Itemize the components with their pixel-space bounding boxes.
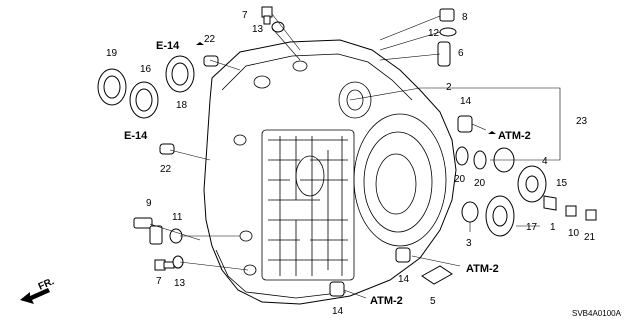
part-label-23: 23 xyxy=(576,116,588,127)
part-label-12: 12 xyxy=(428,28,440,39)
lock-1 xyxy=(543,195,557,211)
part-label-11: 11 xyxy=(172,212,183,223)
bolt-10 xyxy=(565,205,577,217)
bracket-5 xyxy=(421,265,453,285)
reference-atm2-right: ATM-2 xyxy=(498,130,531,142)
part-label-20-b: 20 xyxy=(474,178,486,189)
breather-9 xyxy=(133,217,163,245)
part-label-21: 21 xyxy=(584,232,596,243)
oil-seal-18 xyxy=(165,55,195,93)
gear-17 xyxy=(485,195,515,237)
dowel-pin-14-right xyxy=(457,115,473,133)
oil-seal-19 xyxy=(97,68,127,106)
part-label-22-mid: 22 xyxy=(160,164,172,175)
plug-8 xyxy=(439,8,455,22)
o-ring-20-b xyxy=(473,150,487,170)
dowel-pin-22-mid xyxy=(159,143,175,155)
part-label-14-right: 14 xyxy=(460,96,472,107)
reference-callouts: E-14 E-14 ATM-2 ATM-2 ATM-2 xyxy=(124,40,531,307)
dowel-pin-22-top xyxy=(203,55,219,67)
part-label-19: 19 xyxy=(106,48,118,59)
part-label-14-bottom: 14 xyxy=(332,306,344,317)
part-label-1: 1 xyxy=(550,222,556,233)
part-label-5: 5 xyxy=(430,296,436,307)
bolt-21 xyxy=(585,209,597,221)
part-label-13-top: 13 xyxy=(252,24,264,35)
part-label-20-a: 20 xyxy=(454,174,466,185)
reference-atm2-mid: ATM-2 xyxy=(466,263,499,275)
transmission-housing xyxy=(203,39,457,305)
part-label-4: 4 xyxy=(542,156,548,167)
part-label-10: 10 xyxy=(568,228,580,239)
washer-13-bottom xyxy=(172,255,184,269)
part-label-2: 2 xyxy=(446,82,452,93)
front-arrow-icon xyxy=(20,288,50,304)
part-label-9: 9 xyxy=(146,198,152,209)
bearing-16 xyxy=(129,81,159,119)
part-label-22-top: 22 xyxy=(204,34,216,45)
diagram-code: SVB4A0100A xyxy=(572,309,622,318)
part-labels: 7 13 22 8 12 6 19 16 18 2 14 23 4 20 20 … xyxy=(106,10,596,317)
part-label-8: 8 xyxy=(462,12,468,23)
reference-e14-mid: E-14 xyxy=(124,130,148,142)
part-label-7-bottom: 7 xyxy=(156,276,162,287)
part-label-16: 16 xyxy=(140,64,152,75)
reference-atm2-bottom: ATM-2 xyxy=(370,295,403,307)
part-label-15: 15 xyxy=(556,178,568,189)
bearing-15 xyxy=(517,165,547,203)
o-ring-20-a xyxy=(455,146,469,166)
washer-12 xyxy=(439,27,457,37)
part-label-6: 6 xyxy=(458,48,464,59)
part-label-17: 17 xyxy=(526,222,538,233)
dowel-pin-14-bottom xyxy=(329,281,345,297)
part-label-18: 18 xyxy=(176,100,188,111)
shim-3 xyxy=(461,201,479,223)
part-label-13-bottom: 13 xyxy=(174,278,186,289)
part-label-14-mid: 14 xyxy=(398,274,410,285)
reference-e14-top: E-14 xyxy=(156,40,180,52)
bolt-7-bottom xyxy=(154,259,175,271)
callout-arrow-atm2-right xyxy=(488,131,496,134)
front-label: FR. xyxy=(37,276,56,293)
part-label-7-top: 7 xyxy=(242,10,248,21)
callout-arrow-e14-top xyxy=(196,42,204,45)
part-label-3: 3 xyxy=(466,238,472,249)
leader-lines xyxy=(149,13,561,299)
dowel-pin-14-mid xyxy=(395,247,411,263)
bolt-7-top xyxy=(261,6,273,25)
